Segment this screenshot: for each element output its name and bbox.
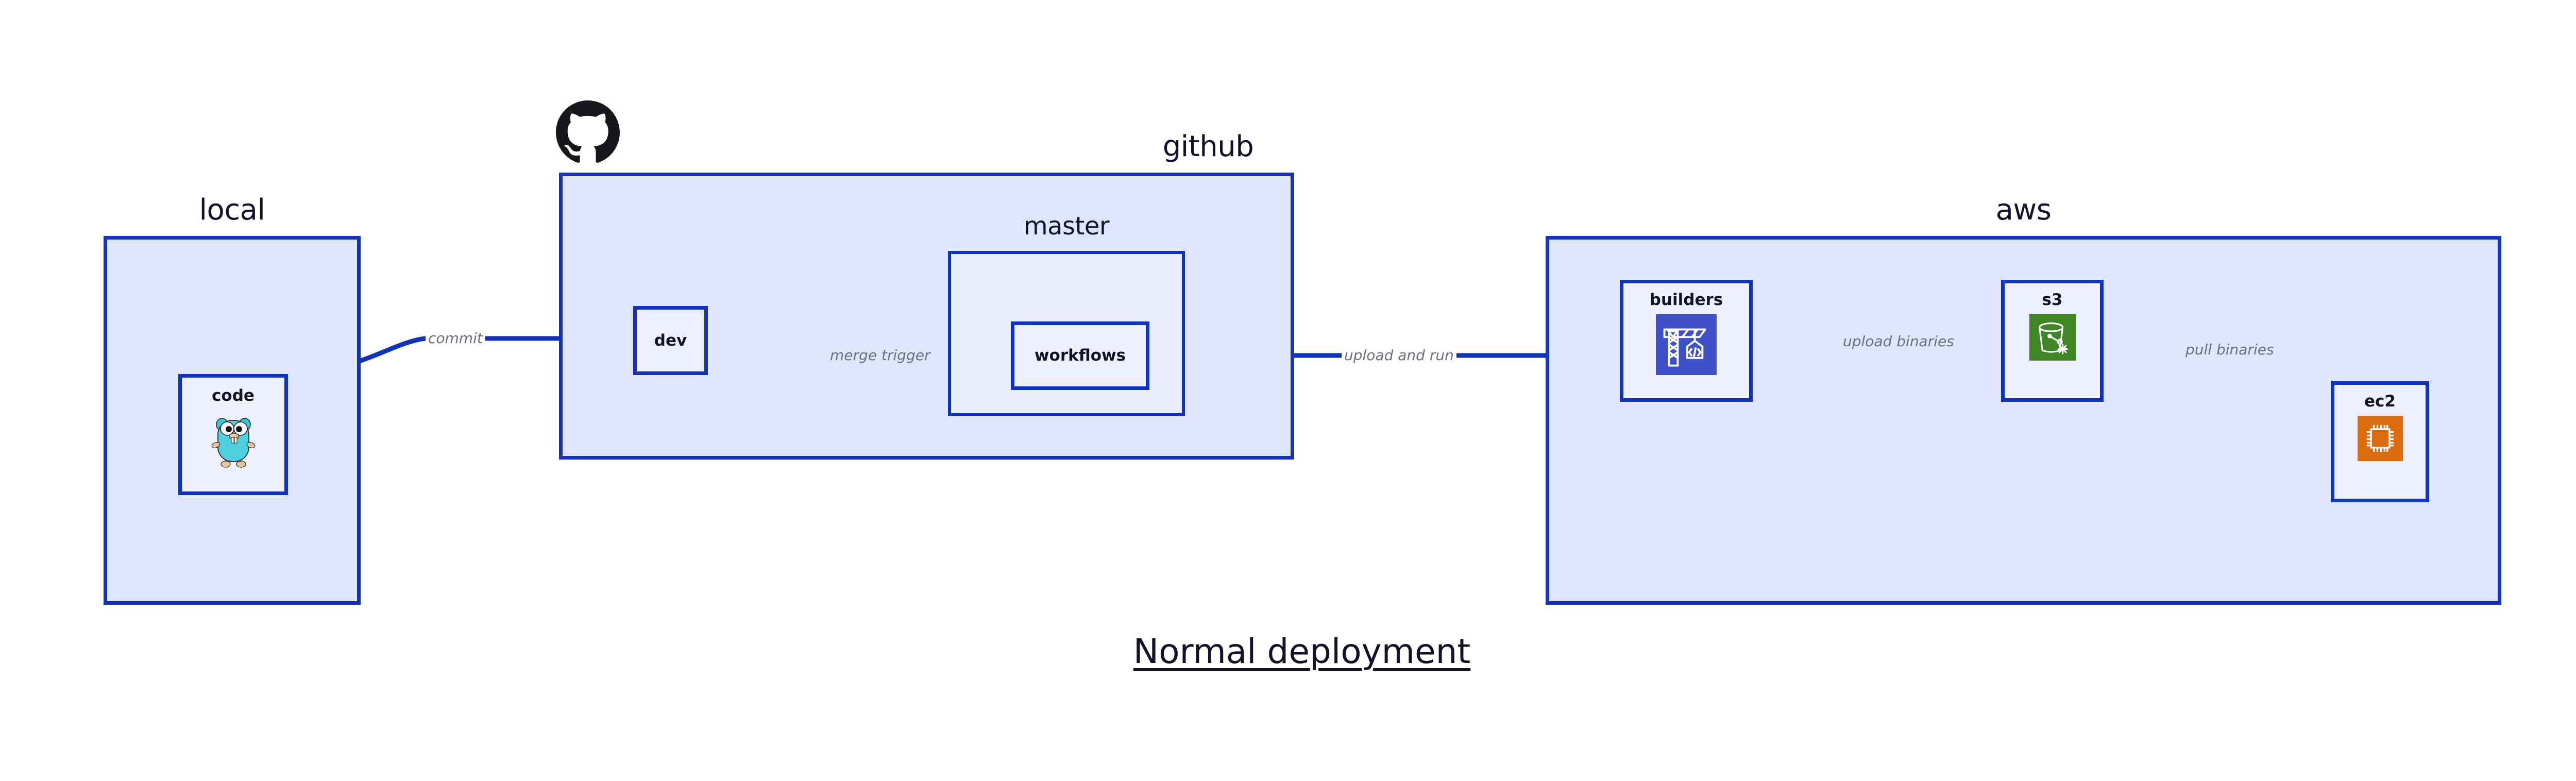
- diagram-title: Normal deployment: [1133, 632, 1471, 671]
- edge-label-merge-trigger: merge trigger: [827, 348, 933, 363]
- edge-label-pull-binaries: pull binaries: [2183, 343, 2277, 357]
- node-builders[interactable]: builders: [1620, 280, 1753, 402]
- edge-label-upload-and-run: upload and run: [1342, 348, 1456, 363]
- node-code-label: code: [212, 386, 255, 405]
- zone-title-aws: aws: [1995, 193, 2052, 227]
- zone-title-local: local: [199, 193, 265, 227]
- github-octocat-icon: [556, 100, 620, 166]
- edge-label-commit: commit: [426, 331, 485, 346]
- node-workflows[interactable]: workflows: [1011, 321, 1149, 390]
- aws-codebuild-crane-icon: [1656, 314, 1717, 377]
- node-ec2[interactable]: ec2: [2331, 381, 2429, 502]
- node-s3-label: s3: [2042, 291, 2063, 309]
- edge-label-upload-binaries: upload binaries: [1840, 334, 1957, 349]
- aws-ec2-chip-icon: [2357, 416, 2403, 463]
- node-s3[interactable]: s3: [2001, 280, 2104, 402]
- aws-s3-bucket-icon: [2029, 314, 2076, 363]
- node-workflows-label: workflows: [1034, 346, 1126, 365]
- node-ec2-label: ec2: [2364, 392, 2396, 411]
- go-gopher-icon: [209, 413, 258, 471]
- node-code[interactable]: code: [178, 374, 288, 495]
- zone-title-master: master: [1023, 212, 1110, 241]
- node-dev[interactable]: dev: [633, 306, 708, 375]
- node-dev-label: dev: [654, 331, 687, 350]
- node-builders-label: builders: [1649, 291, 1723, 309]
- zone-title-github: github: [1162, 130, 1254, 163]
